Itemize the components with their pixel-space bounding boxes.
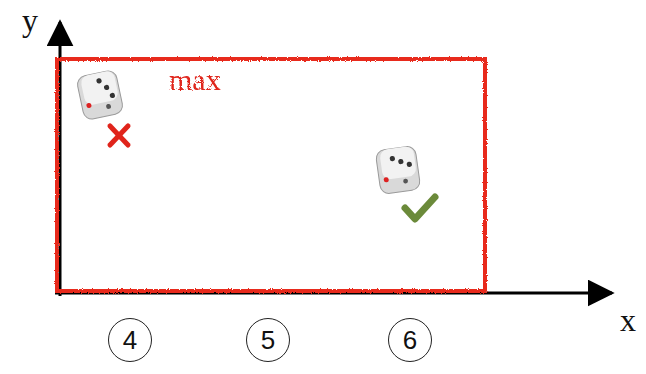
number-circle: 4 [108,318,152,362]
callout-number: 4 [123,327,137,353]
axis-label: y [22,4,38,36]
die-icon [76,69,124,120]
callout-number: 6 [403,327,417,353]
number-circle: 6 [388,318,432,362]
callout-number: 5 [261,327,275,353]
cross-mark [110,126,128,145]
die-icon [375,145,421,194]
region-label: max [169,65,221,95]
max-region: max [55,57,487,293]
axis-label: x [620,304,636,336]
number-circle: 5 [246,318,290,362]
check-mark [405,197,435,219]
